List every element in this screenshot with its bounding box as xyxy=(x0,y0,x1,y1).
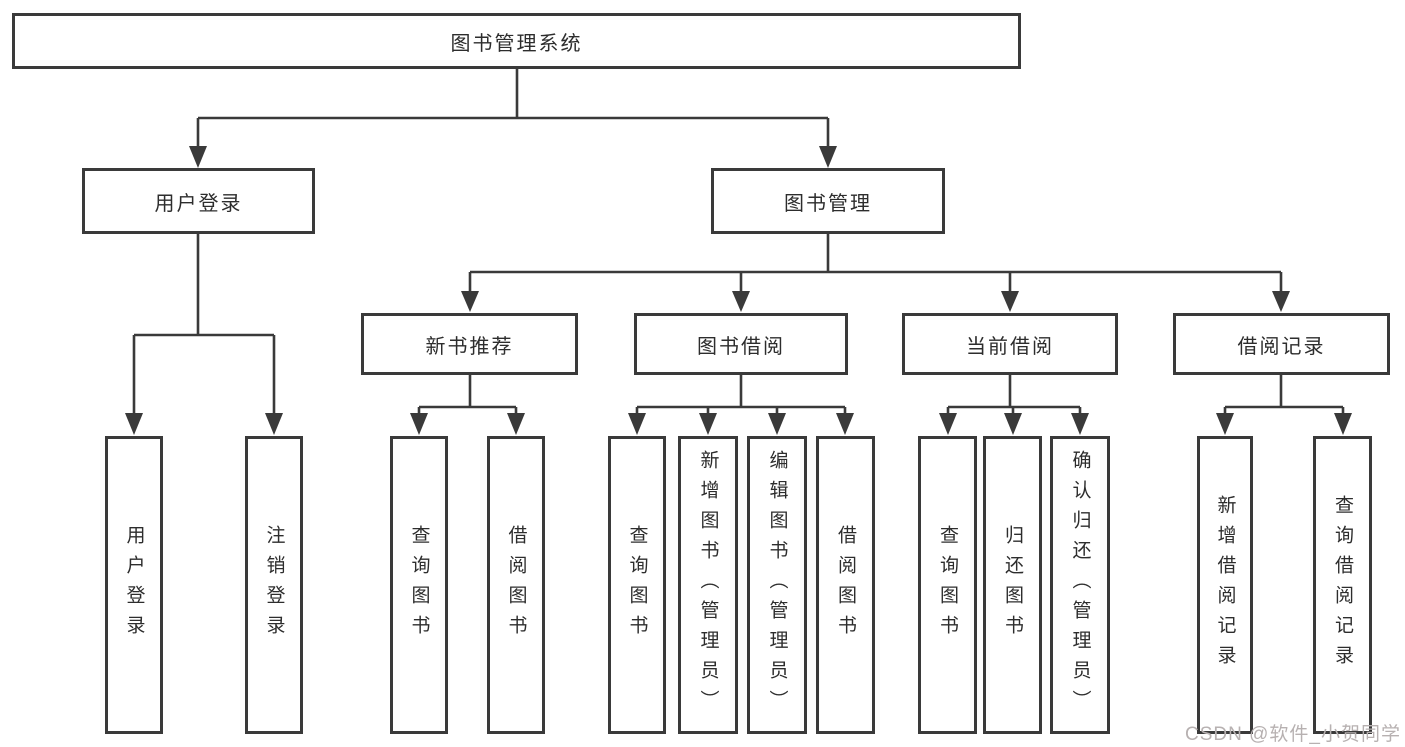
leaf-confirm-return-admin: 确认归还（管理员） xyxy=(1050,436,1110,734)
node-current-borrowing-label: 当前借阅 xyxy=(966,335,1054,358)
watermark: CSDN @软件_小贺同学 xyxy=(1185,724,1401,745)
node-root-label: 图书管理系统 xyxy=(450,32,583,55)
leaf-add-borrow-record: 新增借阅记录 xyxy=(1197,436,1253,734)
leaf-return-books-label: 归还图书 xyxy=(1002,525,1023,645)
node-new-book-recommendation: 新书推荐 xyxy=(361,313,578,375)
leaf-user-login-label: 用户登录 xyxy=(123,525,145,645)
leaf-edit-books-admin: 编辑图书（管理员） xyxy=(747,436,807,734)
node-root: 图书管理系统 xyxy=(12,13,1021,69)
leaf-query-books-borrowing-label: 查询图书 xyxy=(626,525,648,645)
leaf-logout-login-label: 注销登录 xyxy=(263,525,285,645)
leaf-confirm-return-admin-label: 确认归还（管理员） xyxy=(1069,450,1091,720)
leaf-query-books-recommend: 查询图书 xyxy=(390,436,448,734)
leaf-query-books-current-label: 查询图书 xyxy=(937,525,958,645)
node-book-borrowing: 图书借阅 xyxy=(634,313,848,375)
leaf-borrow-books: 借阅图书 xyxy=(816,436,875,734)
leaf-query-books-current: 查询图书 xyxy=(918,436,977,734)
leaf-borrow-books-label: 借阅图书 xyxy=(835,525,856,645)
leaf-logout-login: 注销登录 xyxy=(245,436,303,734)
node-book-management-label: 图书管理 xyxy=(784,192,872,215)
leaf-borrow-books-recommend: 借阅图书 xyxy=(487,436,545,734)
node-user-login: 用户登录 xyxy=(82,168,315,234)
node-borrowing-records: 借阅记录 xyxy=(1173,313,1390,375)
node-book-borrowing-label: 图书借阅 xyxy=(697,335,785,358)
node-new-book-recommendation-label: 新书推荐 xyxy=(425,335,514,358)
leaf-add-books-admin: 新增图书（管理员） xyxy=(678,436,738,734)
leaf-query-borrow-record-label: 查询借阅记录 xyxy=(1332,495,1353,675)
node-book-management: 图书管理 xyxy=(711,168,945,234)
leaf-add-borrow-record-label: 新增借阅记录 xyxy=(1214,495,1236,675)
leaf-query-books-borrowing: 查询图书 xyxy=(608,436,666,734)
node-user-login-label: 用户登录 xyxy=(154,192,243,215)
node-borrowing-records-label: 借阅记录 xyxy=(1237,335,1326,358)
leaf-add-books-admin-label: 新增图书（管理员） xyxy=(697,450,719,720)
node-current-borrowing: 当前借阅 xyxy=(902,313,1118,375)
leaf-query-books-recommend-label: 查询图书 xyxy=(408,525,430,645)
leaf-return-books: 归还图书 xyxy=(983,436,1042,734)
leaf-query-borrow-record: 查询借阅记录 xyxy=(1313,436,1372,734)
leaf-edit-books-admin-label: 编辑图书（管理员） xyxy=(766,450,788,720)
leaf-user-login: 用户登录 xyxy=(105,436,163,734)
leaf-borrow-books-recommend-label: 借阅图书 xyxy=(505,525,527,645)
